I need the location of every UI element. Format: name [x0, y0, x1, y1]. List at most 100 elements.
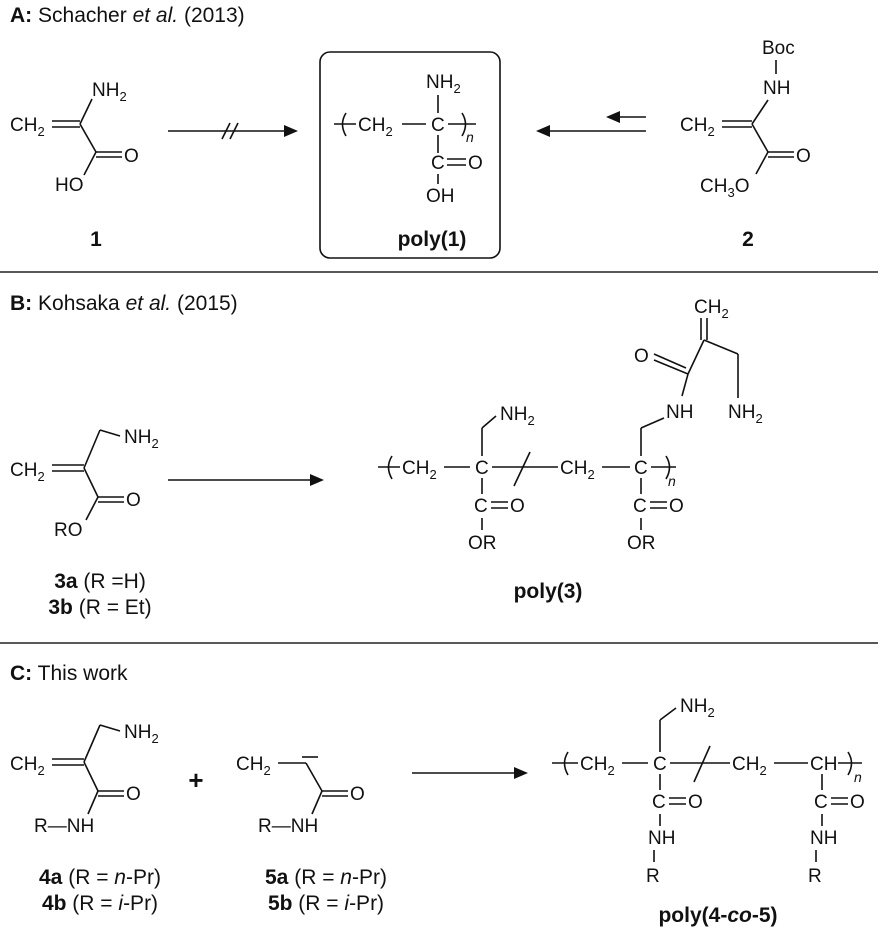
repeat-n: n — [466, 129, 474, 145]
atom-rnh: R—NH — [258, 816, 318, 837]
atom-ch2: CH2 — [10, 460, 45, 484]
bond-line — [99, 724, 121, 732]
atom-nh: NH — [666, 402, 693, 423]
section-a-tag: A: — [10, 4, 32, 27]
atom-or: OR — [627, 533, 656, 554]
bond-line — [83, 429, 101, 469]
atom-nh2: NH2 — [92, 80, 127, 104]
slash-mark — [221, 122, 231, 140]
plus-sign: + — [188, 765, 203, 795]
section-a-year: (2013) — [184, 4, 245, 27]
bond-line — [99, 429, 121, 437]
atom-ch2: CH2 — [10, 754, 45, 778]
atom-c: C — [474, 496, 488, 517]
section-c-heading: C: This work — [10, 662, 128, 685]
bond-line — [311, 790, 323, 815]
copolymer-slash — [693, 745, 711, 783]
repeat-n: n — [668, 473, 676, 489]
atom-nh2: NH2 — [728, 402, 763, 426]
compound-2-structure: Boc NH CH2 O CH3O — [680, 38, 811, 200]
double-bond-line — [653, 353, 687, 369]
atom-ch2: CH2 — [10, 115, 45, 139]
bond-line — [687, 339, 705, 375]
bracket-right — [847, 751, 853, 776]
atom-r: R — [808, 866, 822, 887]
bond-line — [751, 99, 769, 125]
section-c-title: This work — [38, 662, 128, 685]
atom-nh2: NH2 — [500, 404, 535, 428]
atom-oh: OH — [426, 186, 455, 207]
atom-o: O — [634, 346, 649, 367]
atom-ho: HO — [55, 175, 84, 196]
compound-5-structure: CH2 O R—NH — [236, 754, 365, 837]
compound-2-label: 2 — [742, 228, 754, 251]
bond-line — [85, 496, 99, 521]
atom-c: C — [652, 792, 666, 813]
atom-ch2: CH2 — [402, 458, 437, 482]
section-b-heading: B: Kohsaka et al. (2015) — [10, 292, 238, 315]
bond-line — [83, 151, 97, 176]
bond-line — [83, 467, 99, 498]
atom-o: O — [850, 792, 865, 813]
atom-ch2: CH2 — [680, 115, 715, 139]
poly1-structure: NH2 CH2 C n C O OH — [334, 72, 483, 207]
atom-ch2: CH2 — [694, 297, 729, 321]
atom-c: C — [634, 458, 648, 479]
atom-nh2: NH2 — [124, 427, 159, 451]
poly45-structure: NH2 CH2 C C O NH R CH2 CH n — [552, 696, 865, 887]
bond-line — [659, 707, 677, 721]
compound-5a-label: 5a (R = n-Pr) — [265, 866, 387, 889]
section-a-heading: A: Schacher et al. (2013) — [10, 4, 245, 27]
atom-ch2: CH2 — [236, 754, 271, 778]
reaction-arrow-c — [412, 767, 528, 779]
atom-c: C — [653, 754, 667, 775]
compound-3b-label: 3b (R = Et) — [48, 596, 151, 619]
atom-o: O — [688, 792, 703, 813]
bond-line — [83, 724, 101, 763]
atom-nh2: NH2 — [124, 722, 159, 746]
atom-c: C — [633, 496, 647, 517]
atom-o: O — [468, 153, 483, 174]
equilibrium-arrows — [536, 111, 646, 137]
atom-boc: Boc — [762, 38, 795, 59]
atom-c: C — [431, 115, 445, 136]
atom-c: C — [431, 153, 445, 174]
section-b-tag: B: — [10, 292, 32, 315]
section-a-author: Schacher — [38, 4, 127, 27]
section-b-author: Kohsaka — [38, 292, 120, 315]
atom-c: C — [475, 458, 489, 479]
section-a-etal: et al. — [133, 4, 179, 27]
atom-ch3o: CH3O — [700, 176, 749, 200]
slash-mark — [229, 122, 239, 140]
bond-line — [79, 98, 93, 125]
section-b-etal: et al. — [126, 292, 172, 315]
atom-c: C — [814, 792, 828, 813]
arrow-head — [606, 111, 620, 123]
poly45-label: poly(4-co-5) — [658, 904, 777, 927]
compound-4a-label: 4a (R = n-Pr) — [39, 866, 161, 889]
arrow-head — [536, 125, 550, 137]
bond-line — [481, 415, 497, 429]
atom-o: O — [124, 146, 139, 167]
arrow-head — [310, 474, 324, 486]
compound-4b-label: 4b (R = i-Pr) — [42, 892, 158, 915]
bond-line — [681, 373, 689, 397]
section-a: A: Schacher et al. (2013) NH2 CH2 O HO 1 — [10, 4, 811, 259]
atom-o: O — [350, 784, 365, 805]
poly1-box — [319, 51, 501, 259]
atom-r: R — [646, 866, 660, 887]
atom-o: O — [126, 784, 141, 805]
bracket-right — [461, 112, 467, 137]
atom-ro: RO — [54, 520, 83, 541]
double-bond-line — [653, 359, 689, 375]
compound-5b-label: 5b (R = i-Pr) — [268, 892, 384, 915]
atom-o: O — [669, 496, 684, 517]
atom-nh: NH — [810, 828, 837, 849]
bond-line — [79, 123, 97, 153]
compound-3-structure: NH2 CH2 O RO — [10, 427, 159, 541]
atom-o: O — [796, 146, 811, 167]
bond-line — [83, 761, 99, 792]
blocked-arrow — [168, 122, 298, 140]
atom-ch2: CH2 — [358, 115, 393, 139]
